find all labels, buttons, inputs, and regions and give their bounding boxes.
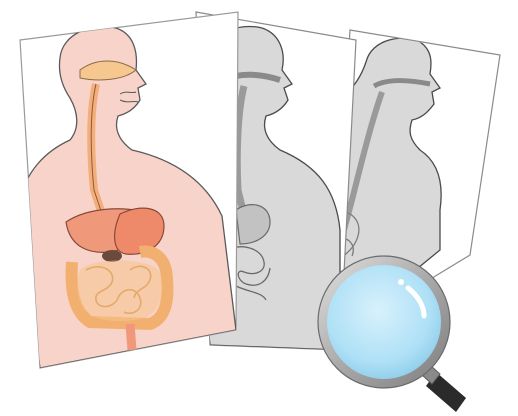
lens-highlight-dot	[398, 279, 404, 285]
front-panel	[18, 12, 238, 368]
magnifying-glass	[318, 256, 466, 412]
rectum	[130, 324, 132, 350]
intestine-fill	[77, 261, 162, 322]
magnifier-lens	[327, 265, 441, 379]
gallbladder	[102, 250, 122, 262]
